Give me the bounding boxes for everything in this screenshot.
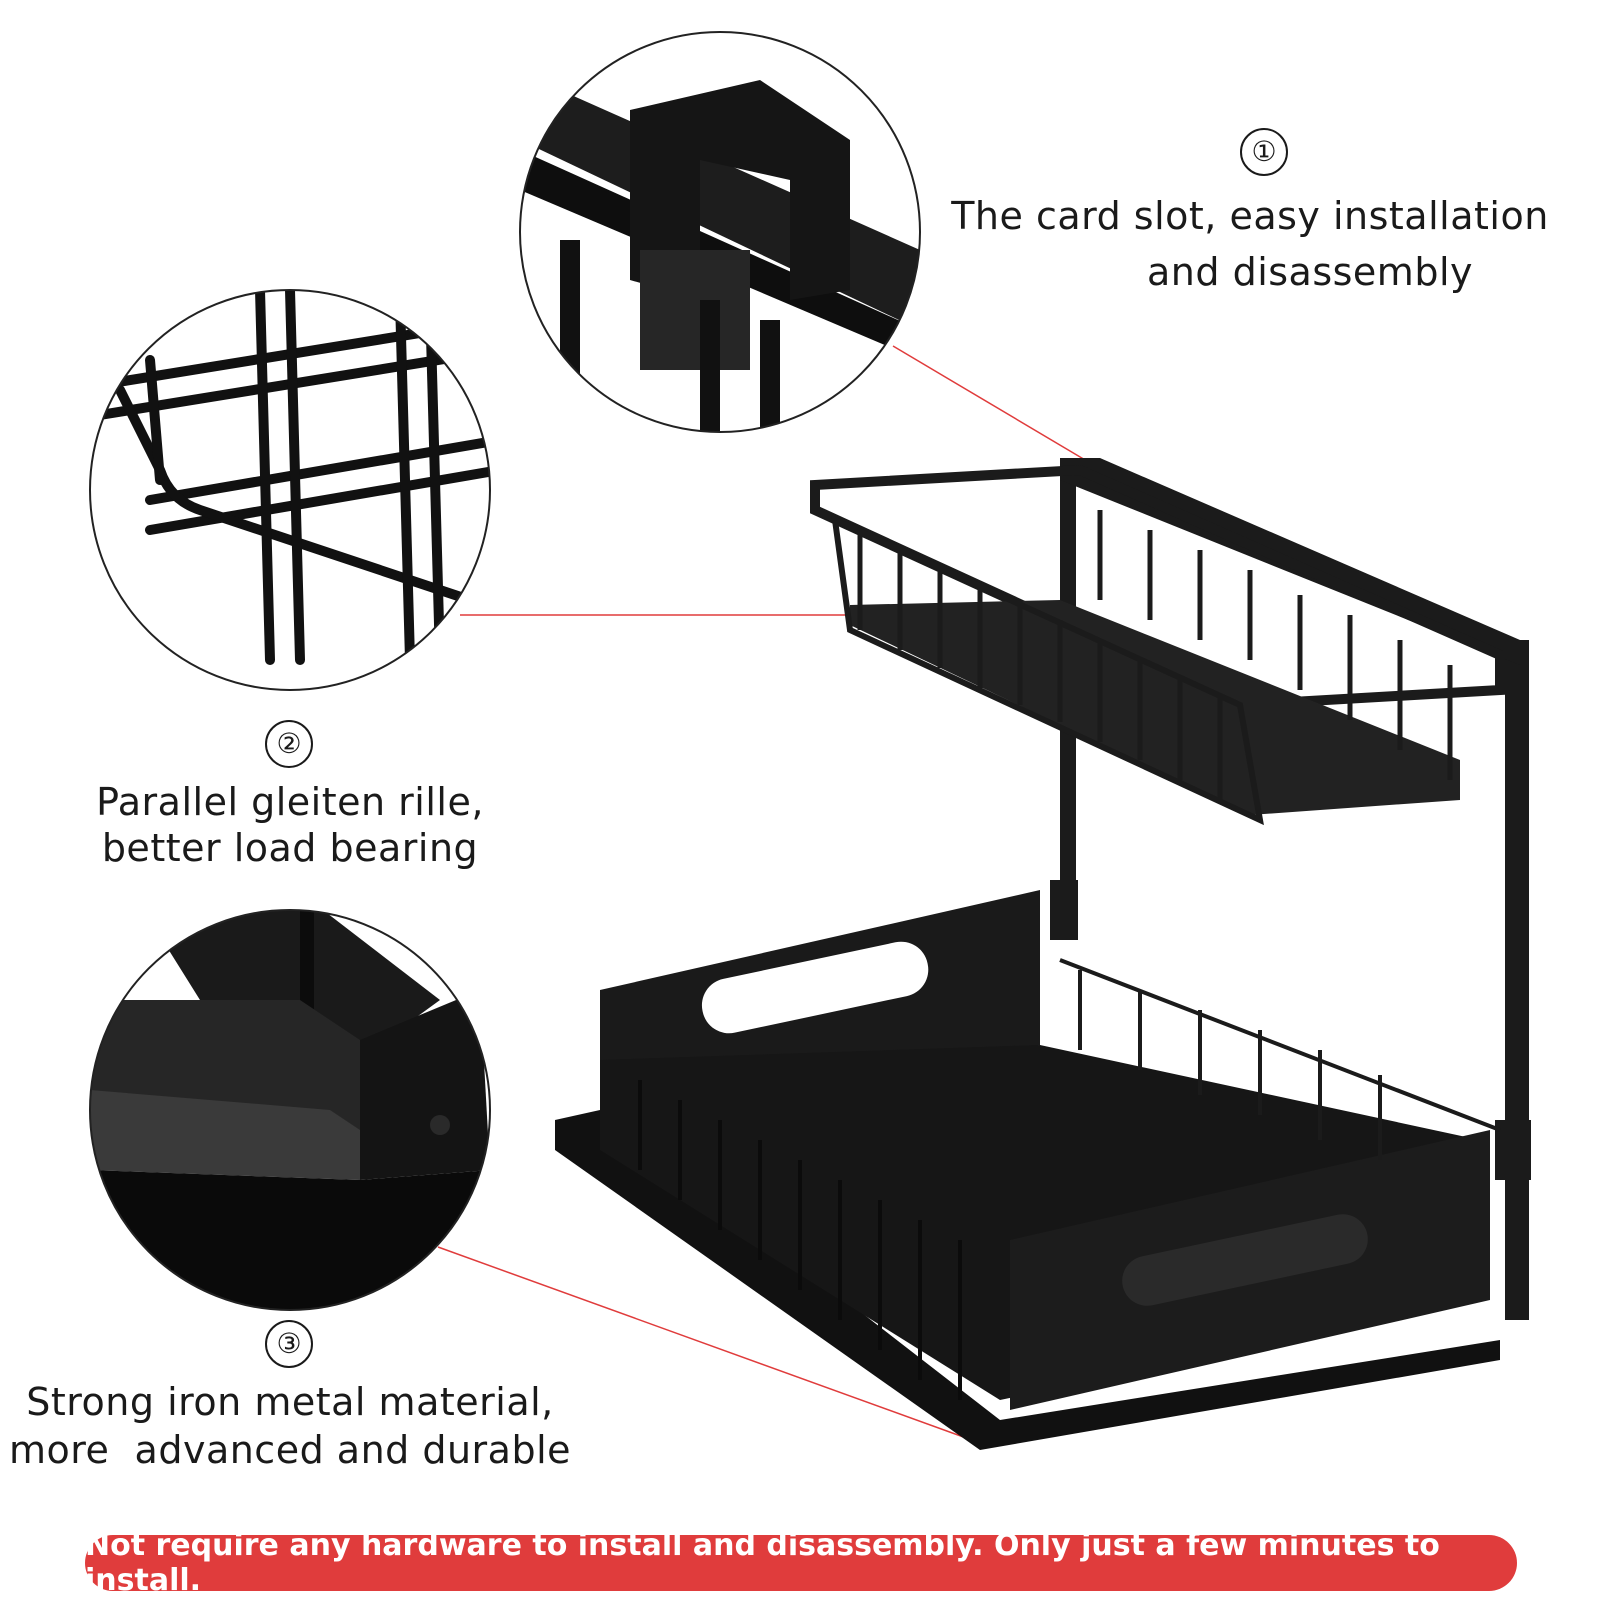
detail-circle-metal-corner	[90, 910, 490, 1310]
callout-3-number: ③	[265, 1320, 313, 1368]
callout-1-number: ①	[1240, 128, 1288, 176]
callout-3-line-1: Strong iron metal material,	[26, 1380, 554, 1424]
upper-basket	[810, 464, 1505, 826]
leader-line-1	[892, 345, 1098, 468]
detail-circle-wire-grid	[90, 290, 490, 690]
drawer-handle-back	[701, 941, 929, 1034]
callout-2-number: ②	[265, 720, 313, 768]
callout-3-line-2: more advanced and durable	[8, 1428, 572, 1472]
install-note-banner: Not require any hardware to install and …	[85, 1528, 1517, 1598]
callout-1-line-1: The card slot, easy installation	[951, 194, 1549, 238]
callout-2-line-2: better load bearing	[101, 826, 479, 870]
detail-circle-card-slot	[520, 32, 920, 432]
callout-1-line-2: and disassembly	[1147, 250, 1473, 294]
leader-line-3	[437, 1246, 981, 1444]
install-note-text: Not require any hardware to install and …	[85, 1528, 1440, 1598]
drawer-handle-front	[1122, 1214, 1368, 1306]
callout-2-line-1: Parallel gleiten rille,	[96, 780, 484, 824]
leader-lines	[437, 345, 1098, 1444]
lower-drawer	[555, 890, 1501, 1450]
